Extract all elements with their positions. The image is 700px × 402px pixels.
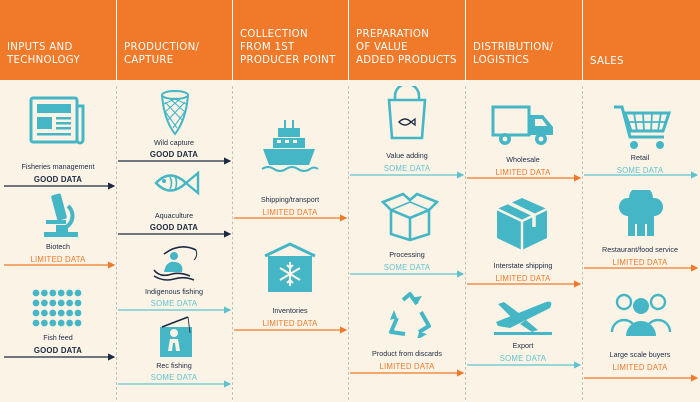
feed-pellet [41,289,48,297]
quality-rec-fishing: SOME DATA [150,373,198,382]
dashed-separator [465,86,466,400]
quality-interstate-shipping: LIMITED DATA [495,274,551,283]
column-title-production: PRODUCTION/ CAPTURE [124,42,200,66]
quality-retail: SOME DATA [616,166,664,175]
quality-processing: SOME DATA [383,263,431,272]
feed-pellet [74,299,82,307]
feed-pellet [66,289,73,297]
delivery-truck-icon [491,105,553,145]
quality-shipping-transport: LIMITED DATA [262,208,318,217]
shopping-bag-icon [387,86,427,140]
item-label-indigenous-fishing: Indigenous fishing [145,287,203,296]
cold-storage-icon [264,242,316,292]
chef-hat-icon [619,190,663,236]
quality-wholesale: LIMITED DATA [495,168,551,177]
recycle-icon [389,292,431,338]
feed-pellet [32,319,40,327]
shopping-cart-icon [614,105,672,149]
quality-value-adding: SOME DATA [383,164,431,173]
item-label-export: Export [512,341,534,350]
item-label-wholesale: Wholesale [506,155,540,164]
item-label-product-from-discards: Product from discards [372,349,442,358]
item-label-wild-capture: Wild capture [154,138,194,147]
airplane-icon [494,301,552,335]
item-label-aquaculture: Aquaculture [154,211,194,220]
feed-pellet [74,309,82,317]
item-label-biotech: Biotech [46,242,70,251]
item-label-inventories: Inventories [272,306,308,315]
item-label-retail: Retail [630,153,650,162]
quality-large-scale-buyers: LIMITED DATA [612,363,668,372]
feed-pellet [57,309,65,317]
dashed-separator [232,86,233,400]
feed-pellet [49,319,57,327]
column-title-sales: SALES [590,56,624,67]
dashed-separator [116,86,117,400]
microscope-icon [44,193,78,237]
item-label-large-scale-buyers: Large scale buyers [609,350,671,359]
feed-pellet [41,299,48,307]
item-label-fisheries-management: Fisheries management [21,162,95,171]
item-label-fish-feed: Fish feed [43,333,73,342]
item-label-restaurant: Restaurant/food service [602,245,678,254]
ship-icon [261,120,319,172]
item-label-interstate-shipping: Interstate shipping [493,261,553,270]
feed-pellet [49,309,57,317]
fish-feed-icon [32,289,82,327]
quality-fisheries-management: GOOD DATA [33,175,83,184]
feed-pellet [49,289,57,297]
feed-pellet [66,319,73,327]
item-label-value-adding: Value adding [386,151,428,160]
quality-fish-feed: GOOD DATA [33,346,83,355]
dashed-separator [348,86,349,400]
rod-fishing-icon [160,316,192,357]
column-title-collection: COLLECTION FROM 1ST PRODUCER POINT [240,29,336,66]
quality-product-from-discards: LIMITED DATA [379,362,435,371]
parcel-icon [496,198,548,250]
feed-pellet [57,289,65,297]
feed-pellet [66,309,73,317]
people-group-icon [610,293,672,336]
item-label-rec-fishing: Rec fishing [156,361,192,370]
feed-pellet [32,299,40,307]
quality-inventories: LIMITED DATA [262,319,318,328]
quality-wild-capture: GOOD DATA [149,150,199,159]
feed-pellet [57,299,65,307]
column-title-preparation: PREPARATION OF VALUE ADDED PRODUCTS [356,29,457,66]
feed-pellet [32,309,40,317]
column-title-inputs: INPUTS AND TECHNOLOGY [7,42,81,66]
feed-pellet [57,319,65,327]
feed-pellet [41,319,48,327]
column-title-distribution: DISTRIBUTION/ LOGISTICS [473,42,554,66]
feed-pellet [74,289,82,297]
quality-biotech: LIMITED DATA [30,255,86,264]
quality-restaurant: LIMITED DATA [612,258,668,267]
fishing-net-icon [161,90,189,136]
dashed-separator [582,86,583,400]
newspaper-icon [29,96,85,145]
item-label-shipping-transport: Shipping/transport [260,195,320,204]
quality-aquaculture: GOOD DATA [149,223,199,232]
fish-icon [154,170,200,196]
feed-pellet [49,299,57,307]
quality-indigenous-fishing: SOME DATA [150,299,198,308]
feed-pellet [66,299,73,307]
feed-pellet [74,319,82,327]
open-box-icon [381,192,439,242]
quality-export: SOME DATA [499,354,547,363]
feed-pellet [41,309,48,317]
item-label-processing: Processing [389,250,425,259]
canoe-fishing-icon [153,246,198,281]
feed-pellet [32,289,40,297]
